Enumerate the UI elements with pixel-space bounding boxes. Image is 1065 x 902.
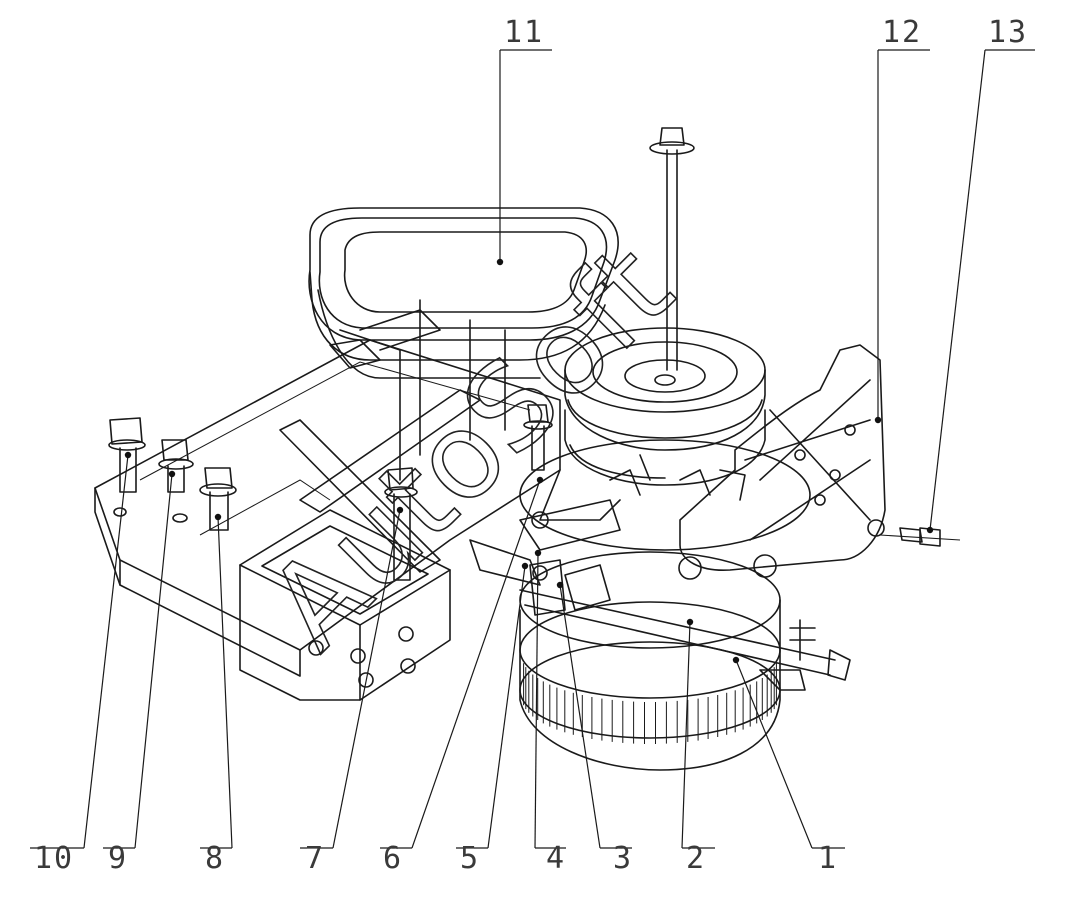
leader-line	[929, 49, 986, 531]
callout-number: 5	[460, 841, 480, 876]
callout-5: 5	[456, 562, 529, 876]
leader-line	[559, 584, 601, 849]
leader-line	[411, 479, 541, 849]
shaft	[649, 127, 695, 371]
leader-dot	[556, 581, 564, 589]
leader-dot	[168, 470, 176, 478]
leader-line	[134, 473, 173, 849]
leader-dot	[732, 656, 740, 664]
callout-number: 13	[988, 15, 1028, 50]
callout-10: 10	[30, 451, 132, 876]
mounting-block	[239, 509, 451, 701]
bolt-7	[384, 467, 418, 581]
leader-line	[487, 565, 526, 849]
leader-dot	[214, 513, 222, 521]
callout-number: 1	[818, 841, 838, 876]
leader-dot	[496, 258, 504, 266]
callout-number: 11	[504, 15, 544, 50]
leader-line	[217, 516, 233, 849]
base-plate	[94, 339, 561, 677]
callout-number: 12	[882, 15, 922, 50]
callout-6: 6	[380, 476, 544, 876]
callout-number: 6	[383, 841, 403, 876]
leader-line	[534, 552, 539, 849]
callout-8: 8	[200, 513, 233, 876]
leader-dot	[534, 549, 542, 557]
pulley	[564, 327, 766, 486]
leader-line	[332, 509, 401, 849]
callout-number: 3	[613, 841, 633, 876]
callout-11: 11	[496, 15, 552, 266]
leader-dot	[686, 618, 694, 626]
callout-9: 9	[103, 470, 176, 876]
leader-dot	[926, 526, 934, 534]
callout-number: 4	[546, 841, 566, 876]
leader-line	[681, 621, 691, 849]
bolt-9	[158, 439, 194, 493]
brackets	[469, 499, 621, 616]
callout-number: 7	[305, 841, 325, 876]
leader-dot	[536, 476, 544, 484]
bolt-10	[108, 417, 146, 493]
callout-12: 12	[874, 15, 930, 424]
bolt-13	[879, 527, 961, 547]
belt	[308, 207, 619, 379]
callout-number: 8	[205, 841, 225, 876]
leader-dot	[521, 562, 529, 570]
tension-rod	[519, 589, 851, 691]
leader-dot	[124, 451, 132, 459]
callout-13: 13	[926, 15, 1035, 534]
callout-4: 4	[534, 549, 566, 876]
leader-dot	[396, 506, 404, 514]
belt-guard	[678, 344, 886, 580]
leader-line	[735, 659, 813, 849]
callout-number: 9	[108, 841, 128, 876]
callout-1: 1	[732, 656, 845, 876]
callout-3: 3	[556, 581, 633, 876]
bolt-6	[523, 404, 553, 471]
callout-2: 2	[681, 618, 715, 876]
leader-line	[83, 454, 129, 849]
callout-number: 2	[686, 841, 706, 876]
callout-7: 7	[300, 506, 404, 876]
callout-number: 10	[34, 841, 74, 876]
leader-dot	[874, 416, 882, 424]
fan-housing	[519, 439, 811, 551]
